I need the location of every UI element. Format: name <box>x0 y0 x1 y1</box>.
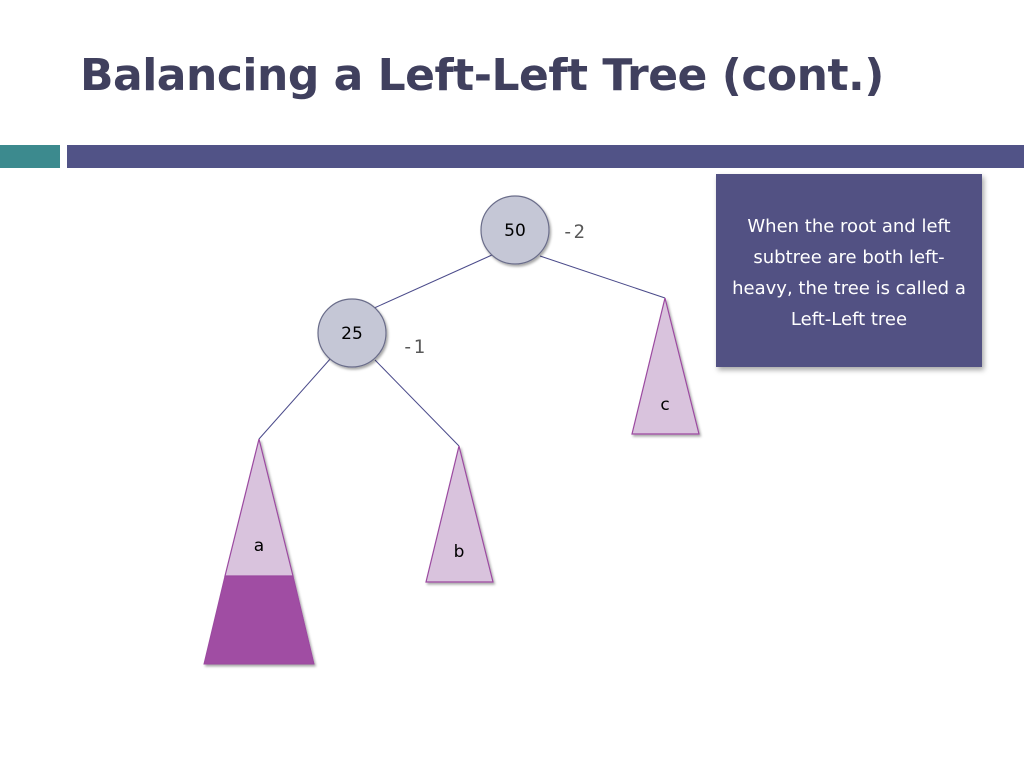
subtree-a-label: a <box>254 536 264 556</box>
node-50-label: 50 <box>504 221 526 241</box>
callout-box: When the root and left subtree are both … <box>716 174 982 367</box>
subtree-a-extension <box>203 575 315 665</box>
accent-bar-teal <box>0 145 60 168</box>
subtree-b-label: b <box>454 542 465 562</box>
subtree-a-triangle <box>224 438 294 577</box>
subtree-c-triangle <box>631 297 700 435</box>
edge-50-to-25 <box>371 254 493 310</box>
edge-25-to-a <box>258 357 332 440</box>
accent-bar-purple <box>67 145 1024 168</box>
node-25-balance: -1 <box>402 336 425 358</box>
subtree-b-triangle <box>425 445 494 583</box>
edge-50-to-c <box>539 255 666 299</box>
slide-title: Balancing a Left-Left Tree (cont.) <box>80 50 884 101</box>
node-25 <box>317 298 387 368</box>
subtree-c-label: c <box>660 395 669 415</box>
node-50 <box>480 195 550 265</box>
subtree-a <box>203 438 315 665</box>
edge-25-to-b <box>374 359 460 447</box>
node-50-balance: -2 <box>562 221 585 243</box>
node-25-label: 25 <box>341 324 363 344</box>
callout-text: When the root and left subtree are both … <box>732 216 966 330</box>
